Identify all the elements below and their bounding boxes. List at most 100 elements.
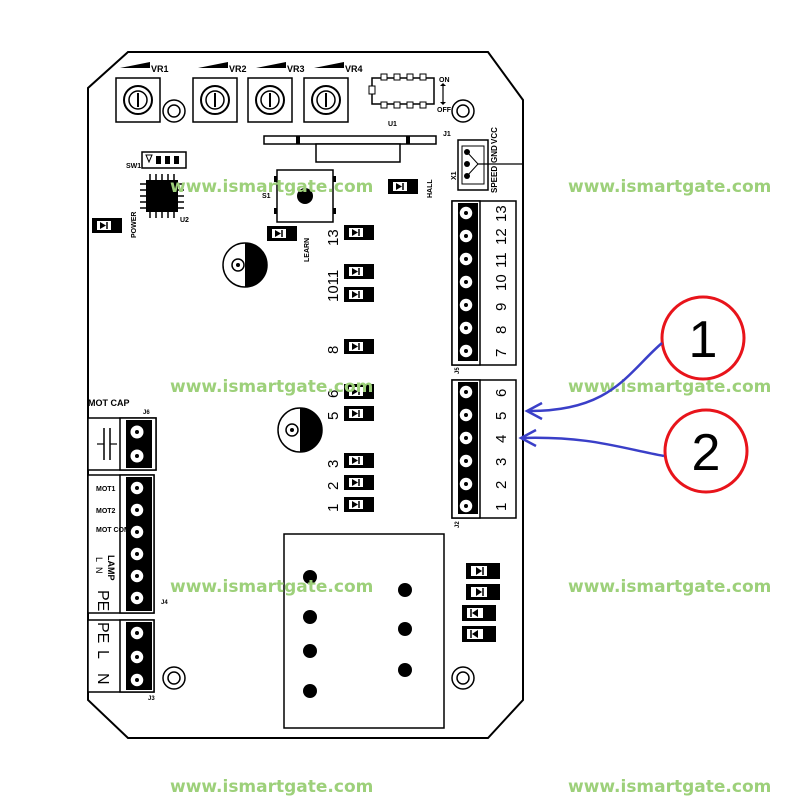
svg-text:13: 13 [493, 205, 510, 222]
watermark: www.ismartgate.com [170, 177, 373, 197]
svg-text:13: 13 [325, 229, 342, 246]
svg-text:5: 5 [493, 412, 510, 420]
svg-text:8: 8 [325, 346, 342, 354]
learn-button-s1: S1 LEARN [262, 169, 336, 262]
terminal-block-j6: MOT CAP J6 [87, 398, 157, 471]
svg-text:8: 8 [493, 326, 510, 334]
svg-text:6: 6 [493, 389, 510, 397]
svg-text:GND: GND [490, 145, 499, 163]
pot-vr3: VR3 [247, 62, 305, 123]
svg-text:U2: U2 [180, 217, 189, 224]
svg-text:1: 1 [493, 503, 510, 511]
status-led-1: 1 [325, 497, 374, 512]
svg-text:PE: PE [94, 590, 111, 611]
callout-1: 1 [524, 295, 746, 421]
svg-text:MOT COM: MOT COM [96, 527, 130, 534]
buzzer [277, 407, 323, 453]
svg-text:1011: 1011 [325, 270, 342, 302]
chip-u1: U1 [368, 73, 435, 128]
svg-text:MOT1: MOT1 [96, 486, 116, 493]
svg-text:PE: PE [94, 622, 111, 643]
mounting-hole [451, 666, 475, 690]
connector-j1: J1 [263, 131, 451, 163]
svg-text:7: 7 [493, 349, 510, 357]
pot-vr2: VR2 [192, 62, 247, 123]
switch-sw1: SW1 [126, 151, 187, 170]
svg-text:N: N [94, 673, 111, 685]
svg-text:J5: J5 [455, 367, 461, 374]
pot-vr1: VR1 [115, 62, 169, 123]
svg-text:LAMP: LAMP [106, 555, 116, 581]
status-led-6: 6 [325, 384, 374, 399]
svg-text:X1: X1 [451, 171, 458, 180]
terminal-block-j2: 6 5 4 3 2 1 J2 [451, 379, 517, 528]
svg-text:1: 1 [689, 311, 718, 369]
svg-text:SW1: SW1 [126, 163, 141, 170]
status-led-10-11: 1011 [325, 264, 374, 302]
mounting-hole [451, 99, 475, 123]
svg-text:L: L [94, 650, 111, 659]
callout-2: 2 [518, 408, 749, 494]
svg-text:1: 1 [325, 504, 342, 512]
svg-text:10: 10 [493, 274, 510, 291]
svg-text:3: 3 [325, 460, 342, 468]
watermark: www.ismartgate.com [170, 777, 373, 797]
svg-text:MOT CAP: MOT CAP [88, 398, 130, 408]
svg-text:POWER: POWER [131, 212, 138, 238]
buzzer [222, 242, 268, 288]
on-off-indicator: ON OFF [437, 77, 452, 114]
status-led-5: 5 [325, 406, 374, 421]
svg-text:LEARN: LEARN [304, 238, 311, 262]
svg-text:9: 9 [493, 303, 510, 311]
svg-text:SPEED: SPEED [490, 166, 499, 193]
terminal-block-j5: 13 12 11 10 9 8 7 J5 [451, 200, 517, 374]
svg-text:S1: S1 [262, 193, 271, 200]
power-led: POWER [92, 212, 138, 238]
svg-text:L: L [94, 557, 104, 562]
status-led-2: 2 [325, 475, 374, 490]
relay [283, 533, 445, 729]
watermark: www.ismartgate.com [568, 377, 771, 397]
watermark: www.ismartgate.com [568, 177, 771, 197]
watermark: www.ismartgate.com [568, 577, 771, 597]
svg-text:2: 2 [325, 482, 342, 490]
status-led [462, 605, 496, 621]
svg-text:6: 6 [325, 390, 342, 398]
learn-led [267, 226, 297, 241]
svg-text:VR2: VR2 [229, 64, 247, 74]
svg-text:3: 3 [493, 458, 510, 466]
svg-text:5: 5 [325, 412, 342, 420]
watermark: www.ismartgate.com [170, 577, 373, 597]
watermark: www.ismartgate.com [568, 777, 771, 797]
terminal-block-j4: MOT1 MOT2 MOT COM LAMP L N PE J4 [87, 474, 168, 614]
svg-text:VR3: VR3 [287, 64, 305, 74]
svg-text:J3: J3 [148, 696, 155, 702]
watermark: www.ismartgate.com [170, 377, 373, 397]
connector-x1: X1 SPEED GND VCC [451, 127, 523, 193]
svg-text:ON: ON [439, 77, 450, 84]
svg-text:N: N [94, 567, 104, 574]
svg-text:11: 11 [493, 252, 510, 268]
svg-text:2: 2 [692, 424, 721, 482]
svg-text:HALL: HALL [427, 179, 434, 198]
svg-text:OFF: OFF [437, 107, 452, 114]
svg-text:J1: J1 [443, 131, 451, 138]
svg-text:MOT2: MOT2 [96, 508, 116, 515]
status-led-8: 8 [325, 339, 374, 354]
svg-text:J4: J4 [161, 600, 168, 606]
chip-u2: U2 [140, 174, 189, 224]
svg-text:J2: J2 [455, 521, 461, 528]
status-led [462, 626, 496, 642]
status-led [466, 563, 500, 579]
svg-text:12: 12 [493, 228, 510, 245]
svg-text:VR4: VR4 [345, 64, 363, 74]
pot-vr4: VR4 [303, 62, 363, 123]
svg-text:VR1: VR1 [151, 64, 169, 74]
status-led-3: 3 [325, 453, 374, 468]
status-led-13: 13 [325, 225, 374, 246]
hall-led: HALL [388, 179, 434, 198]
mounting-hole [162, 666, 186, 690]
svg-text:J6: J6 [143, 410, 150, 416]
